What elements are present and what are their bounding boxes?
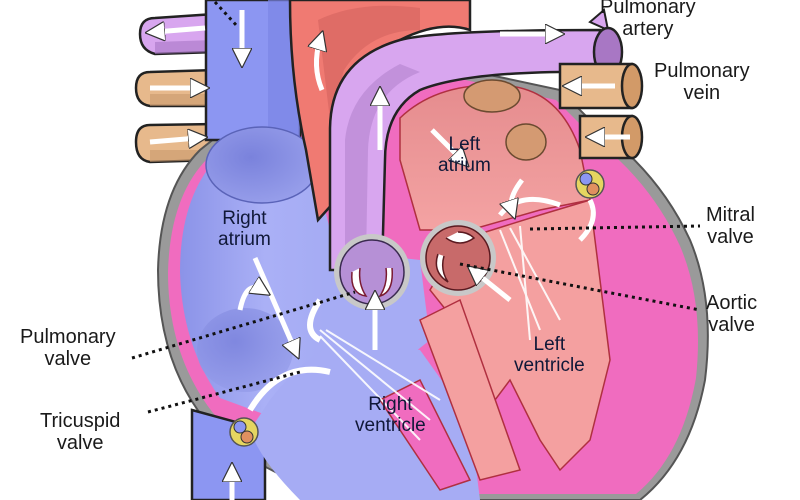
papillary-muscle (419, 298, 521, 481)
label-leader-lines (131, 0, 701, 414)
left-pulmonary-artery-branch (138, 12, 217, 56)
pulmonary-valve (334, 234, 410, 310)
blood-flow-arrows (150, 10, 630, 500)
label-left-ventricle: Left ventricle (514, 334, 585, 377)
label-tricuspid-valve: Tricuspid valve (40, 410, 121, 455)
coronary-vessels-right (229, 417, 259, 447)
label-left-atrium: Left atrium (438, 134, 491, 177)
papillary-muscle-2 (378, 378, 472, 491)
label-right-ventricle: Right ventricle (355, 394, 426, 437)
svc-opening (205, 126, 319, 204)
label-pulmonary-vein: Pulmonary vein (654, 60, 750, 105)
label-pulmonary-valve: Pulmonary valve (20, 326, 116, 371)
label-aortic-valve: Aortic valve (706, 292, 758, 337)
aortic-valve (420, 220, 496, 296)
chordae-tendineae (319, 225, 561, 441)
superior-vena-cava (204, 0, 302, 142)
label-right-atrium: Right atrium (218, 208, 271, 251)
pulmonary-vein-openings (463, 79, 547, 161)
label-mitral-valve: Mitral valve (706, 204, 755, 249)
coronary-vessels-left (575, 169, 605, 199)
label-pulmonary-artery: Pulmonary artery (600, 0, 696, 41)
ivc-opening (197, 308, 293, 392)
